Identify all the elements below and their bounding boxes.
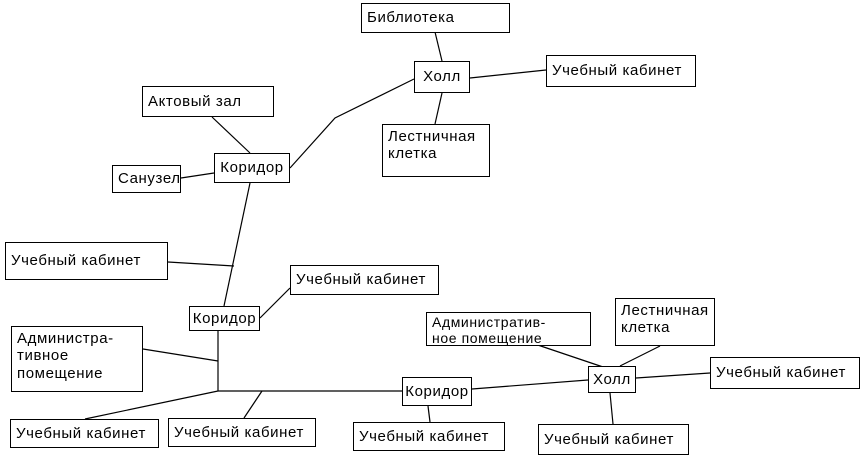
node-restroom: Санузел [112,165,181,193]
node-classroom-far-right: Учебный кабинет [710,357,860,389]
edge-spine-classroom [84,390,219,420]
node-corridor-top: Коридор [214,153,290,183]
edge-hall-classroom-4 [609,392,614,425]
node-classroom-bottom-left: Учебный кабинет [10,419,159,448]
node-hall-bottom: Холл [588,366,636,393]
node-admin-right: Административ- ное помещение [426,312,591,346]
node-classroom-bottom-4: Учебный кабинет [538,424,689,455]
edge-stairwell-hall [619,345,661,367]
node-classroom-bottom-2: Учебный кабинет [168,418,316,447]
edge-hall-classroom [469,69,547,79]
edge-hall-corridor [289,78,415,169]
edge-admin-spine [142,348,219,362]
edge-corridor-hall [471,379,589,390]
edge-corridor-classroom-3 [427,405,431,423]
edge-spine-classroom-2 [243,390,263,419]
node-stairwell-bottom: Лестничная клетка [615,298,715,346]
node-classroom-left-mid: Учебный кабинет [5,242,168,280]
edge-library-hall [434,31,443,62]
node-classroom-bottom-3: Учебный кабинет [353,422,505,451]
node-admin-left: Администра- тивное помещение [11,326,143,392]
edge-corridor-classroom [259,287,291,319]
node-classroom-center-mid: Учебный кабинет [290,265,439,295]
edge-hall-classroom-far [635,372,711,379]
node-corridor-bottom: Коридор [402,377,472,406]
edge-hall-stairwell [434,92,443,125]
node-corridor-mid: Коридор [189,306,260,331]
node-hall-top: Холл [414,61,470,93]
node-assembly-hall: Актовый зал [142,86,274,117]
edge-corridor-corridor [223,182,251,307]
edge-classroom-spine [167,261,235,267]
edge-restroom-corridor [180,172,215,179]
node-classroom-top-right: Учебный кабинет [546,55,696,87]
node-library: Библиотека [361,3,510,33]
node-stairwell-top: Лестничная клетка [382,124,490,177]
edge-assembly-corridor [211,116,251,154]
